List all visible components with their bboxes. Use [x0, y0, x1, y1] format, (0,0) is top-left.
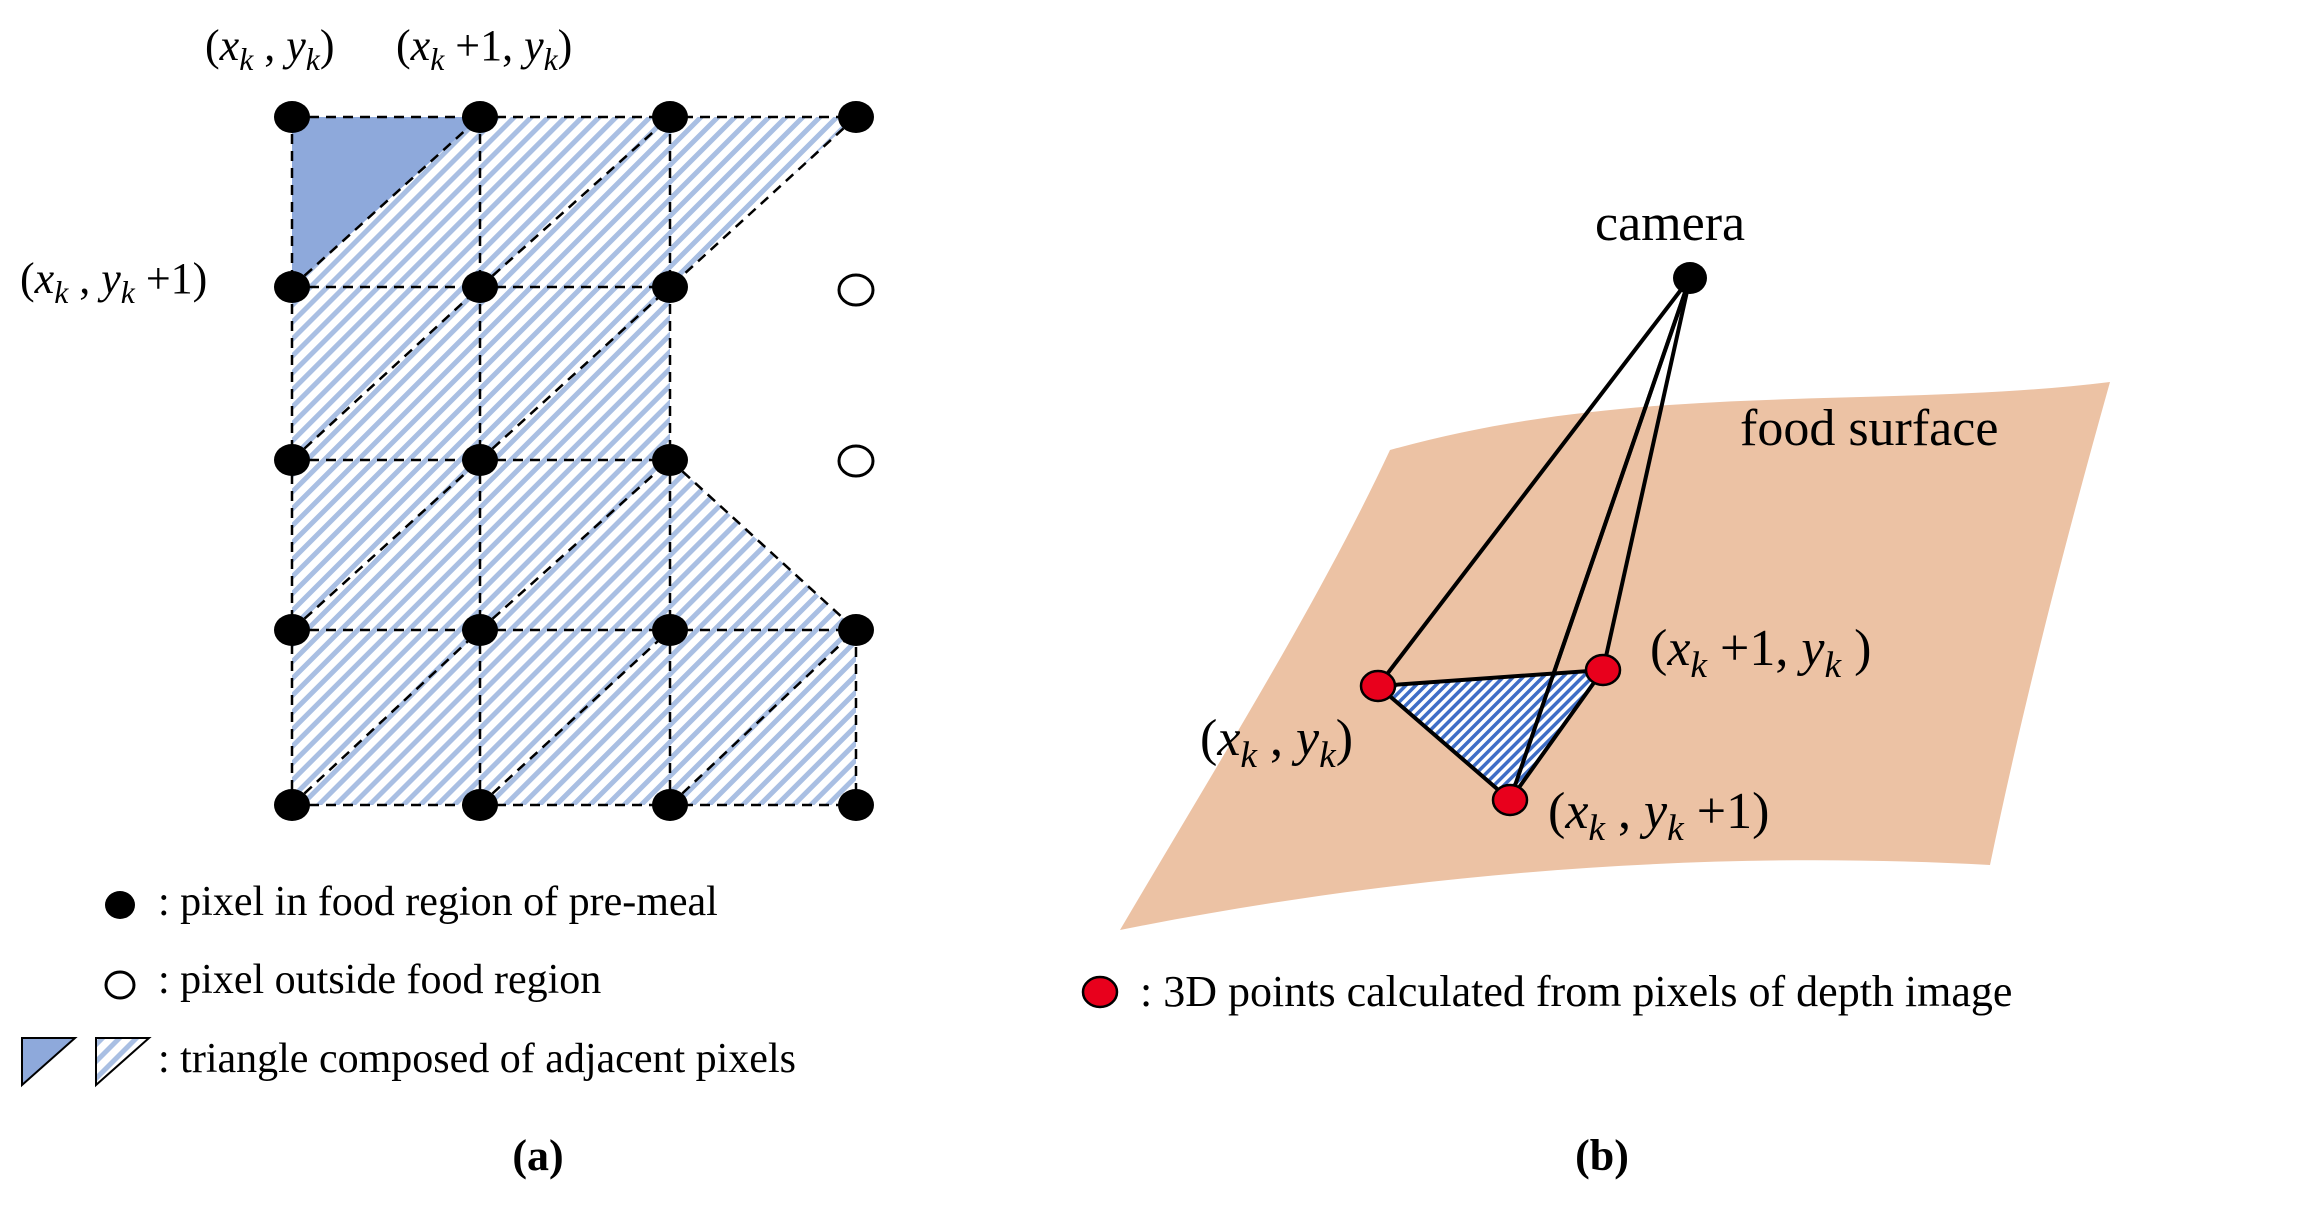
legend-a: : pixel in food region of pre-meal : pix…: [21, 879, 796, 1088]
depth-point: [1359, 669, 1397, 703]
legend-hatched-triangle-icon: [95, 1037, 152, 1088]
pixel-dot: [838, 614, 874, 646]
empty-pixel-dot: [837, 273, 875, 307]
pixel-dot: [838, 101, 874, 133]
caption-b: (b): [1575, 1131, 1629, 1180]
point-label-b: (xk +1, yk ): [1650, 620, 1871, 686]
surface-label: food surface: [1740, 400, 1998, 457]
pixel-dot: [462, 101, 498, 133]
depth-point: [1491, 783, 1529, 817]
pixel-dot: [274, 101, 310, 133]
camera-ray-front: [1508, 277, 1692, 801]
legend-solid-triangle-icon: [21, 1037, 78, 1088]
panel-a: (xk , yk) (xk +1, yk) (xk , yk +1) : pix…: [20, 21, 875, 1180]
legend-filled-icon: [105, 891, 135, 919]
surface-triangle: [1373, 667, 1608, 803]
food-pixels: [274, 101, 874, 821]
camera-label: camera: [1595, 195, 1745, 252]
legend-red-point-icon: [1081, 975, 1119, 1009]
pixel-dot: [462, 614, 498, 646]
pixel-dot: [462, 271, 498, 303]
legend-empty-text: : pixel outside food region: [158, 957, 601, 1003]
point-label-c: (xk , yk +1): [1548, 783, 1769, 849]
pixel-dot: [274, 614, 310, 646]
pixel-dot: [462, 789, 498, 821]
empty-pixel-dot: [837, 444, 875, 478]
pixel-dot: [652, 614, 688, 646]
legend-triangle-text: : triangle composed of adjacent pixels: [158, 1036, 796, 1082]
pixel-dot: [274, 789, 310, 821]
caption-a: (a): [512, 1131, 563, 1180]
legend-empty-icon: [104, 970, 136, 1000]
pixel-dot: [652, 789, 688, 821]
pixel-dot: [652, 271, 688, 303]
outside-pixels: [837, 273, 875, 478]
pixel-dot: [838, 789, 874, 821]
pixel-dot: [652, 444, 688, 476]
label-top-right: (xk +1, yk): [396, 21, 572, 77]
legend-filled-text: : pixel in food region of pre-meal: [158, 879, 718, 925]
depth-points: [1359, 653, 1622, 817]
label-left: (xk , yk +1): [20, 254, 207, 310]
pixel-dot: [274, 444, 310, 476]
legend-red-point-text: : 3D points calculated from pixels of de…: [1140, 967, 2012, 1016]
depth-point: [1584, 653, 1622, 687]
food-surface: [1120, 382, 2110, 930]
label-top-left: (xk , yk): [205, 21, 335, 77]
panel-b: food surface camera (xk , yk) (xk +1, yk…: [1081, 195, 2110, 1180]
pixel-dot: [274, 271, 310, 303]
pixel-dot: [462, 444, 498, 476]
pixel-dot: [652, 101, 688, 133]
